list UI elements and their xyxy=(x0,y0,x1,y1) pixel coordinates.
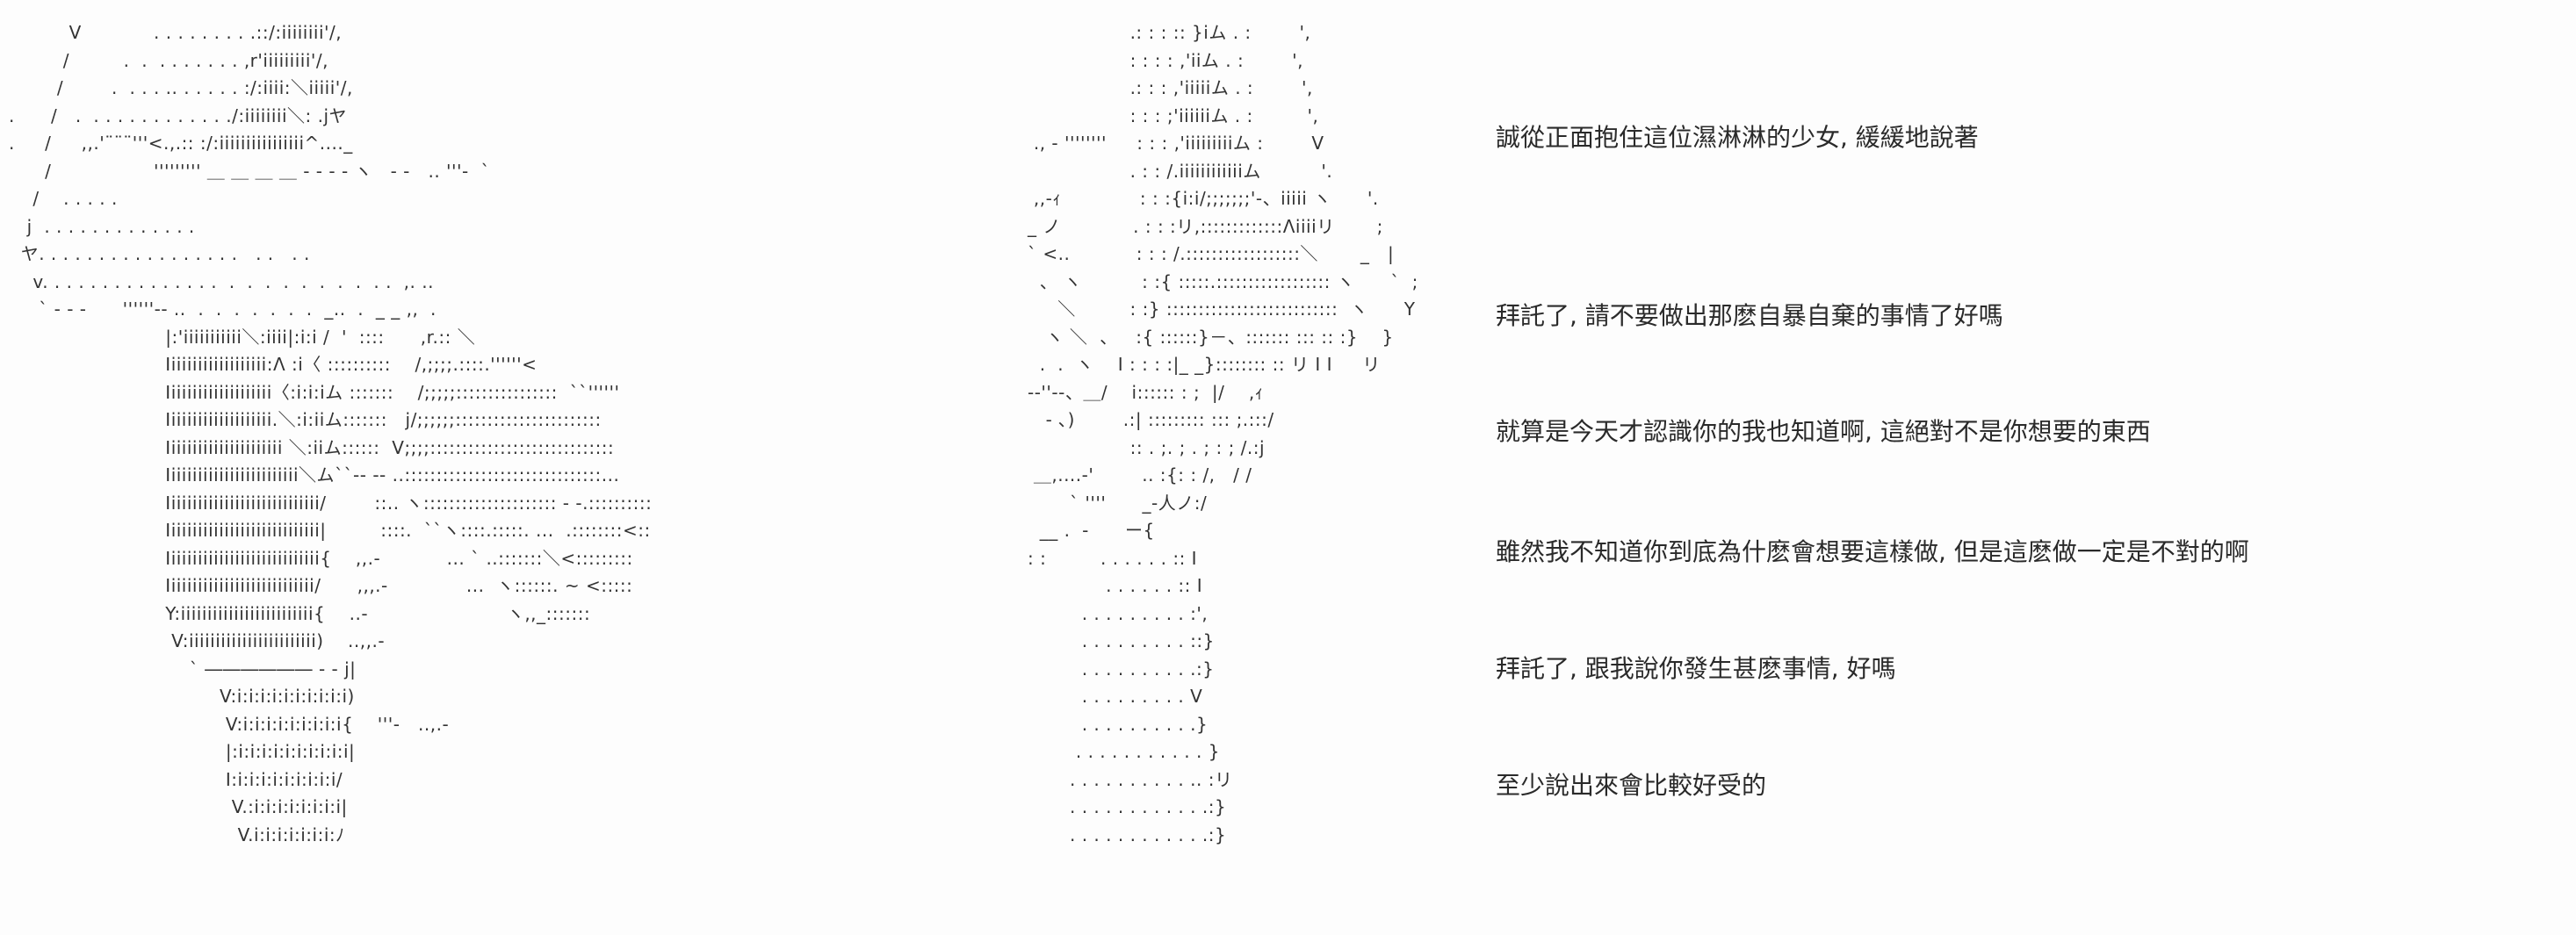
dialogue-line: 拜託了, 跟我說你發生甚麽事情, 好嗎 xyxy=(1496,654,1896,683)
ascii-art-figure-left: V . . . . . . . . .::/:iiiiiiii'/, / . .… xyxy=(9,22,653,845)
dialogue-line: 拜託了, 請不要做出那麽自暴自棄的事情了好嗎 xyxy=(1496,301,2003,330)
ascii-art-figure-right: .: : : :: }iム . : ', : : : : ,'iiム . : '… xyxy=(1028,22,1418,845)
dialogue-line: 至少說出來會比較好受的 xyxy=(1496,771,1767,800)
dialogue-line: 誠從正面抱住這位濕淋淋的少女, 緩緩地說著 xyxy=(1496,123,1979,152)
dialogue-line: 雖然我不知道你到底為什麽會想要這樣做, 但是這麽做一定是不對的啊 xyxy=(1496,537,2249,566)
dialogue-line: 就算是今天才認識你的我也知道啊, 這絕對不是你想要的東西 xyxy=(1496,417,2151,446)
